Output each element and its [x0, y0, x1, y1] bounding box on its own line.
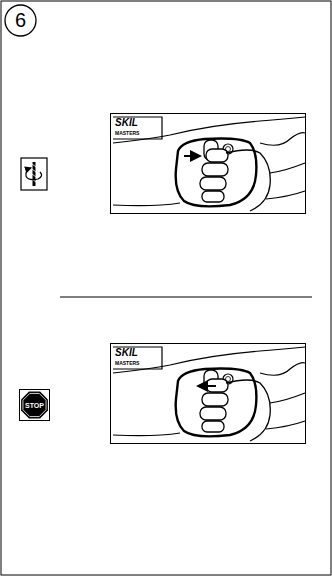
step-number-circle: 6 [4, 4, 37, 37]
brand-label: SKIL [115, 118, 138, 128]
stop-sign: STOP [19, 389, 50, 421]
stop-text: STOP [25, 402, 44, 409]
rotation-icon [21, 158, 47, 190]
divider [60, 297, 312, 298]
step-number: 6 [15, 9, 26, 32]
brand-label: MASTERS [115, 131, 139, 136]
drill-illustration [111, 344, 306, 444]
brand-label: SKIL [115, 348, 138, 358]
drill-illustration [111, 114, 306, 214]
brand-label: MASTERS [115, 361, 139, 366]
